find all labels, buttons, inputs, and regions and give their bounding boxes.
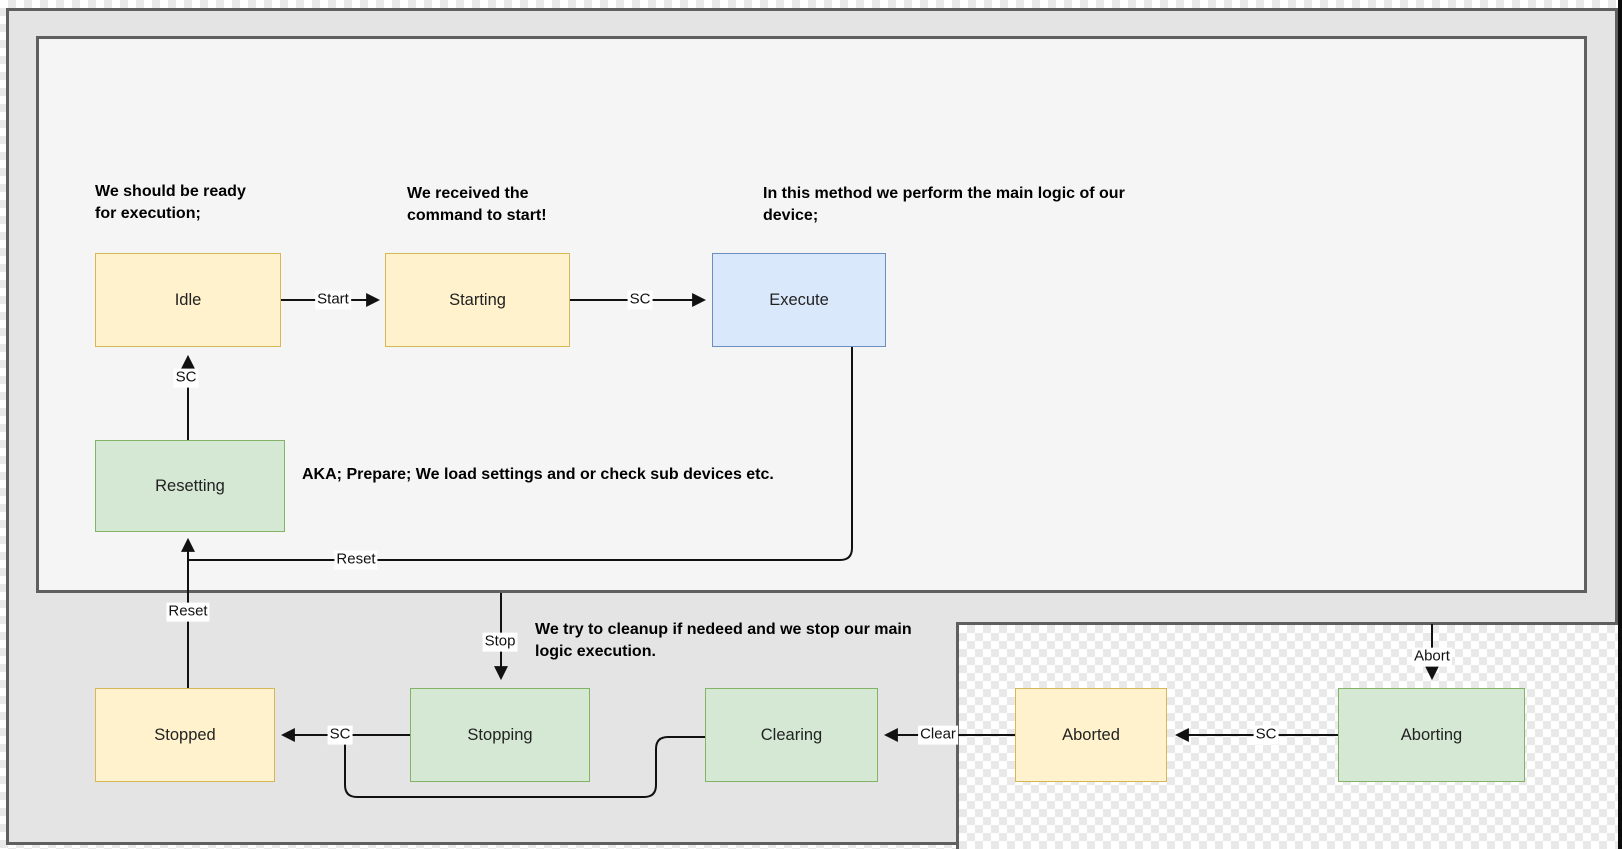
note-stopping: We try to cleanup if nedeed and we stop … [535, 621, 912, 661]
state-stopped-label: Stopped [154, 725, 216, 744]
state-stopping-label: Stopping [467, 725, 533, 744]
right-edge-strip [1618, 0, 1622, 849]
note-starting: We received the command to start! [407, 185, 547, 225]
note-resetting: AKA; Prepare; We load settings and or ch… [302, 466, 774, 483]
state-idle-label: Idle [174, 290, 202, 309]
state-starting-label: Starting [449, 290, 506, 309]
state-clearing: Clearing [705, 688, 878, 782]
state-execute-label: Execute [769, 290, 829, 309]
state-aborting-label: Aborting [1400, 725, 1463, 744]
state-clearing-label: Clearing [760, 725, 823, 744]
state-resetting-label: Resetting [155, 476, 225, 495]
state-execute: Execute [712, 253, 886, 347]
state-resetting: Resetting [95, 440, 285, 532]
transition-label-start: Start [315, 290, 351, 310]
state-starting: Starting [385, 253, 570, 347]
transition-label-sc-stopping-stopped: SC [327, 725, 353, 745]
transition-label-abort: Abort [1412, 647, 1452, 667]
state-idle: Idle [95, 253, 281, 347]
transition-label-sc-starting-execute: SC [627, 290, 653, 310]
state-aborted-label: Aborted [1062, 725, 1120, 744]
transition-label-sc-aborting-aborted: SC [1253, 725, 1279, 745]
transition-label-reset-vertical: Reset [166, 602, 210, 622]
state-stopping: Stopping [410, 688, 590, 782]
note-execute: In this method we perform the main logic… [763, 185, 1125, 225]
state-aborted: Aborted [1015, 688, 1167, 782]
transition-label-reset-horizontal: Reset [334, 550, 378, 570]
state-aborting: Aborting [1338, 688, 1525, 782]
transition-label-clear: Clear [918, 725, 958, 745]
note-idle: We should be ready for execution; [95, 183, 246, 223]
state-stopped: Stopped [95, 688, 275, 782]
transition-label-sc-resetting-idle: SC [173, 368, 199, 388]
transition-label-stop: Stop [482, 632, 518, 652]
